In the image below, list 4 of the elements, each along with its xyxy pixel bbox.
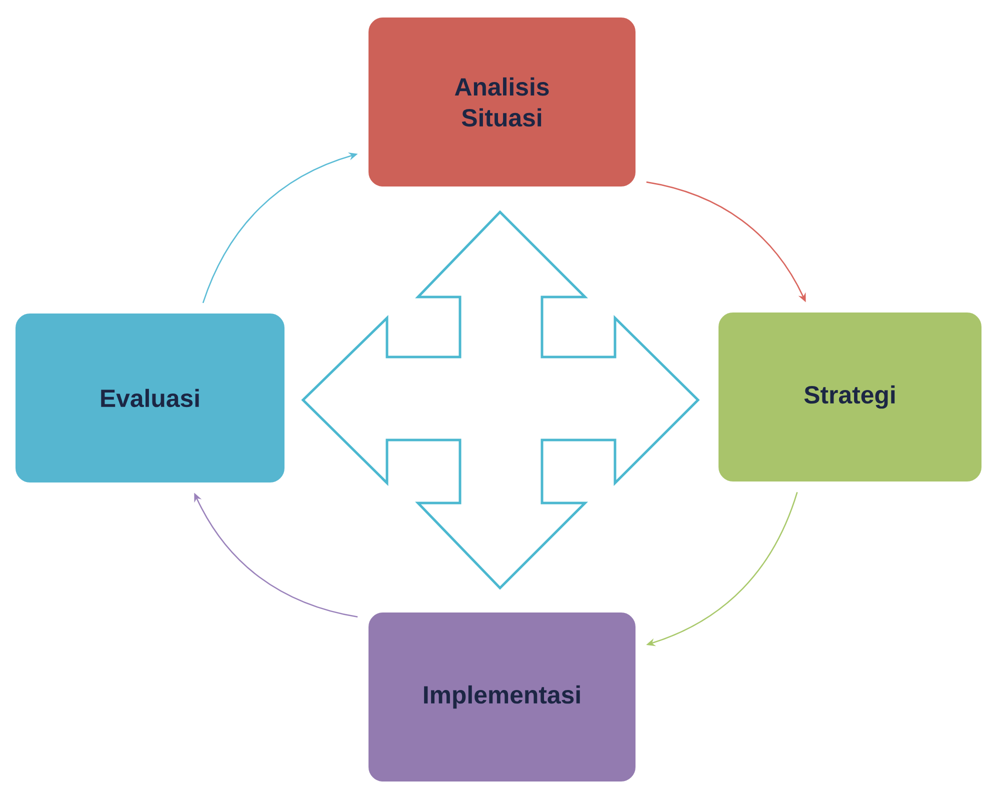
process-box: Implementasi bbox=[366, 610, 638, 784]
process-box: Strategi bbox=[716, 310, 984, 484]
process-box: Analisis Situasi bbox=[366, 14, 638, 190]
process-box: Evaluasi bbox=[12, 310, 288, 486]
